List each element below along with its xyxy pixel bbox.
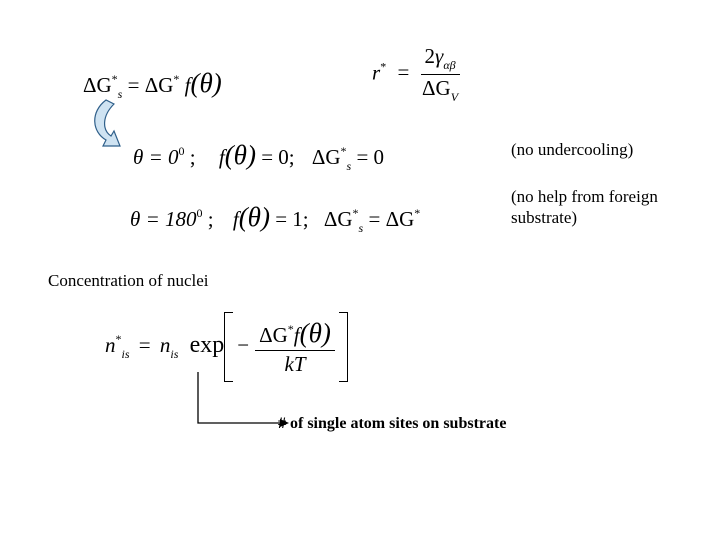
equation-theta-zero: θ = 00 ; f(θ) = 0; ΔG*s = 0 (133, 140, 385, 173)
sup-star: * (380, 59, 387, 74)
right-bracket (338, 312, 348, 382)
delta-g: ΔG (422, 76, 451, 100)
sub-is: is (121, 346, 130, 361)
sub-v: V (450, 90, 459, 104)
equals-sign: = (397, 60, 410, 85)
denominator: ΔGV (421, 75, 460, 104)
equation-heterogeneous-barrier: ΔG*s = ΔG* f(θ) (83, 68, 222, 101)
f-symbol: f (293, 322, 300, 347)
fraction: 2γαβ ΔGV (420, 44, 460, 104)
left-bracket (224, 312, 234, 382)
equation-nuclei-concentration: n*is = nis exp− ΔG*f(θ) kT (105, 312, 348, 382)
separator: ; (189, 145, 196, 169)
theta-arg: (θ) (224, 140, 256, 170)
sup-star: * (352, 206, 359, 220)
f-value: = 0; (261, 145, 295, 169)
arrowhead-icon (280, 419, 289, 427)
sub-is: is (170, 346, 179, 361)
fraction: ΔG*f(θ) kT (255, 317, 335, 376)
r-symbol: r (372, 60, 381, 85)
theta-arg: (θ) (299, 317, 331, 348)
equals-sign: = (127, 73, 140, 97)
delta-g-hom: ΔG (385, 207, 415, 231)
note-single-atom-sites: # of single atom sites on substrate (278, 415, 507, 432)
note-no-undercooling: (no undercooling) (511, 140, 634, 159)
delta-g-het: ΔG (323, 207, 353, 231)
sup-star: * (173, 72, 180, 86)
sup-star: * (287, 321, 294, 336)
sub-s: s (358, 221, 364, 235)
sub-s: s (117, 87, 123, 101)
pointer-arrow (197, 372, 289, 427)
theta-arg: (θ) (238, 202, 270, 232)
sup-star: * (115, 331, 122, 346)
coef: 2 (424, 44, 436, 68)
f-symbol: f (184, 73, 191, 97)
numerator: ΔG*f(θ) (255, 317, 335, 351)
note-no-help: (no help from foreign substrate) (511, 186, 658, 229)
curved-arrow-icon (94, 99, 121, 147)
f-symbol: f (218, 145, 225, 169)
equals-sign: = (138, 332, 151, 357)
equation-theta-180: θ = 1800 ; f(θ) = 1; ΔG*s = ΔG* (130, 202, 421, 235)
degree-mark: 0 (196, 206, 203, 220)
n-star-symbol: n (105, 332, 116, 357)
minus-sign: − (237, 332, 250, 357)
sup-star: * (340, 144, 347, 158)
sub-alpha-beta: αβ (443, 58, 456, 72)
delta-g-het: ΔG (311, 145, 341, 169)
arrow-shape (94, 99, 121, 147)
f-symbol: f (232, 207, 239, 231)
sup-star: * (111, 72, 118, 86)
degree-mark: 0 (178, 144, 185, 158)
note-no-help-line2: substrate) (511, 208, 578, 228)
sub-s: s (346, 159, 352, 173)
gamma: γ (435, 44, 444, 68)
delta-g-het: ΔG (83, 73, 112, 97)
exp-function: exp (189, 331, 225, 358)
delta-g-hom: ΔG (144, 73, 174, 97)
denominator: kT (284, 351, 306, 376)
heading-concentration: Concentration of nuclei (48, 271, 209, 290)
theta-value: θ = 180 (130, 207, 197, 231)
separator: ; (207, 207, 214, 231)
theta-value: θ = 0 (133, 145, 179, 169)
note-no-help-line1: (no help from foreign (511, 187, 658, 206)
sup-star: * (414, 206, 421, 220)
g-value: = 0 (356, 145, 385, 169)
n-symbol: n (159, 332, 171, 357)
equation-critical-radius: r* = 2γαβ ΔGV (372, 46, 460, 103)
equals-sign: = (368, 207, 381, 231)
numerator: 2γαβ (420, 44, 460, 75)
f-value: = 1; (275, 207, 309, 231)
theta-arg: (θ) (190, 68, 222, 98)
pointer-line (197, 372, 280, 424)
delta-g: ΔG (259, 322, 288, 347)
